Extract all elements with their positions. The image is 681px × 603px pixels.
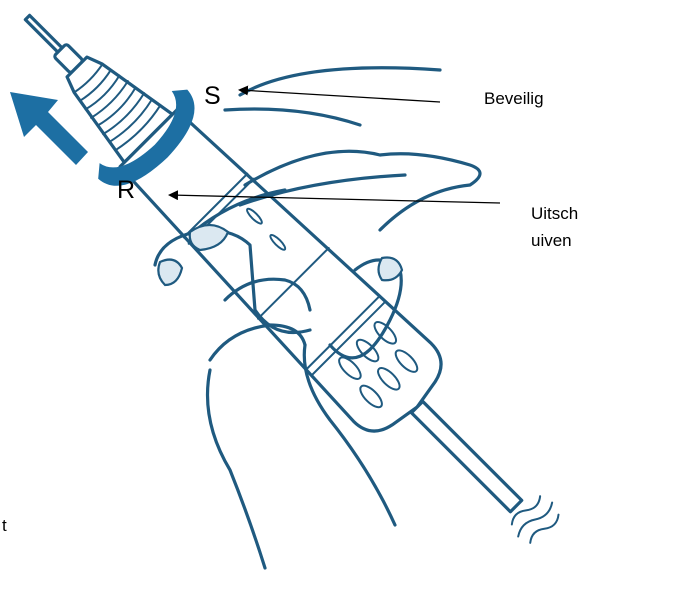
- rear-rod: [411, 401, 521, 511]
- fingernail: [379, 258, 403, 281]
- fragment-label: t: [2, 516, 7, 535]
- device-illustration: [0, 0, 588, 580]
- leader-line-secure: [240, 90, 440, 102]
- unscrew-label-line2: uiven: [531, 231, 572, 250]
- s-marker-label: S: [204, 82, 221, 110]
- r-marker-label: R: [117, 176, 135, 204]
- arrow-up-left-icon: [10, 92, 88, 165]
- unscrew-label-line1: Uitsch: [531, 204, 578, 223]
- needle: [25, 15, 62, 52]
- fingernail: [158, 260, 182, 285]
- secure-label: Beveilig: [484, 89, 544, 108]
